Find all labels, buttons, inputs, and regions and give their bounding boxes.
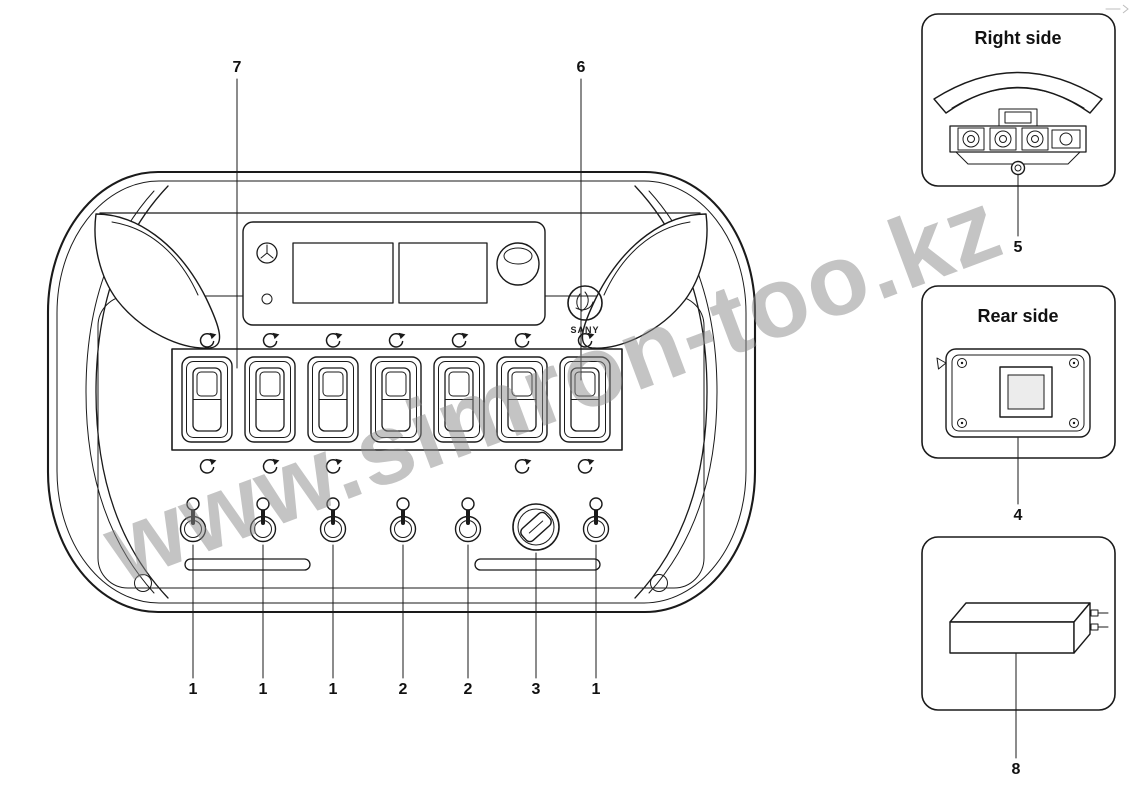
corner-mark [1105, 4, 1129, 14]
rear-side-drawing [936, 348, 1091, 438]
bottom-slot-right [474, 558, 601, 571]
remote-control-front-view: SANY [46, 170, 757, 614]
brand-text: SANY [570, 325, 599, 335]
callout-4: 4 [1014, 507, 1023, 524]
rear-latch [936, 357, 947, 370]
display-screen-right [398, 242, 488, 304]
inset-rear-side: Rear side 4 [921, 285, 1116, 524]
display-screen-left [292, 242, 394, 304]
callout-6: 6 [577, 59, 586, 76]
indicator-led [261, 293, 273, 305]
callout-8: 8 [1012, 761, 1021, 778]
key-switch[interactable] [512, 503, 560, 551]
bottom-slot-left [184, 558, 311, 571]
callout-7: 7 [233, 59, 242, 76]
callout-2a: 2 [399, 681, 408, 698]
rocker-switch-1[interactable] [181, 356, 233, 443]
left-grip [94, 213, 221, 349]
callout-3: 3 [532, 681, 541, 698]
callout-1a: 1 [189, 681, 198, 698]
inset-right-side: Right side 5 [921, 13, 1116, 256]
switch-panel [171, 348, 623, 451]
fan-icon [256, 242, 278, 264]
callouts-main: 7 6 1 1 1 2 2 3 1 [189, 59, 601, 698]
right-side-drawing [933, 71, 1103, 176]
battery-drawing [949, 602, 1109, 654]
callout-5: 5 [1014, 239, 1023, 256]
left-loop [134, 574, 152, 592]
callout-1c: 1 [329, 681, 338, 698]
callout-1d: 1 [592, 681, 601, 698]
bottom-screw [1010, 160, 1026, 176]
inset-right-side-title: Right side [974, 28, 1061, 48]
inset-rear-side-title: Rear side [977, 306, 1058, 326]
right-grip [581, 213, 708, 349]
display-module [242, 221, 546, 326]
inset-battery: 8 [921, 536, 1116, 778]
callout-1b: 1 [259, 681, 268, 698]
callout-2b: 2 [464, 681, 473, 698]
right-loop [650, 574, 668, 592]
rotary-knob[interactable] [496, 242, 540, 286]
